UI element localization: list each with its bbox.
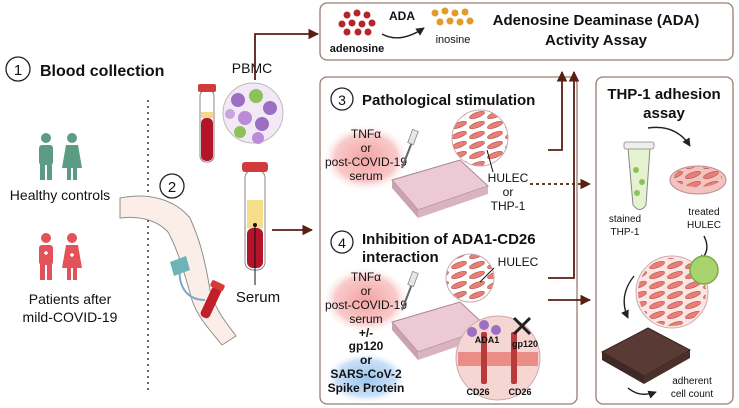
membrane-zoom-circle [455,315,541,401]
inhibition-line2: or [361,284,372,298]
serum-label: Serum [236,289,280,306]
stimulus-glow-4 [322,266,410,334]
arrow-tube-to-dish [647,126,691,147]
eppendorf-tube-icon [623,141,655,210]
patients-label-line1: Patients after [29,291,112,307]
stained-line2: THP-1 [611,227,640,238]
arm-drawing [119,195,237,346]
arrow-step3-to-ada [548,70,568,151]
cell3-line2: or [503,185,514,199]
hulec-pointer-4 [479,267,495,283]
stimulus3-line3: post-COVID-19 [325,155,407,169]
cell3-line3: THP-1 [491,199,526,213]
inosine-molecules-icon [431,7,474,26]
inhibition-line3: post-COVID-19 [325,298,407,312]
stimulus-glow-3 [322,124,410,192]
ada-panel [319,2,734,61]
ada-enzyme-label: ADA [389,9,415,23]
cell3-line1: HULEC [488,171,529,185]
step1-badge: 1 [5,56,31,82]
healthy-people-icon [39,133,82,180]
ada-title-line1: Adenosine Deaminase (ADA) [493,12,700,29]
patients-label-line2: mild-COVID-19 [23,309,118,325]
blood-tube-small-icon [200,280,225,319]
count-line2: cell count [671,389,713,400]
treated-line1: treated [688,207,719,218]
inhibition-line5: +/- [359,326,373,340]
svg-text:4: 4 [338,235,346,251]
arrow-pbmc-to-ada [254,28,320,80]
cell-culture-3-circle [451,109,509,167]
healthy-controls-label: Healthy controls [10,187,110,203]
pbmc-label: PBMC [232,60,272,76]
gp120-label: gp120 [512,339,538,349]
step3-title: Pathological stimulation [362,92,535,109]
inhibition-line4: serum [349,312,382,326]
cd26-right-label: CD26 [508,387,531,397]
ada1-label: ADA1 [475,335,500,345]
adhesion-title-line2: assay [643,105,685,122]
hulec-label-4: HULEC [498,255,539,269]
step2-badge: 2 [159,173,185,199]
stimulus3-line2: or [361,141,372,155]
svg-text:3: 3 [338,92,346,108]
blood-collection-title: Blood collection [40,63,164,80]
pbmc-cells-circle [222,82,284,144]
step3-badge: 3 [330,87,354,111]
cell-culture-4-circle [445,253,495,303]
stimulus3-line1: TNFα [351,127,381,141]
arrow-step4-to-ada [548,70,580,279]
inhibition-line7: or [360,353,372,367]
arrow-zoom-to-plate [621,275,635,319]
well-plate-3-icon [391,159,489,218]
count-line1: adherent [672,376,712,387]
stimulus3-line4: serum [349,169,382,183]
adhesion-title-line1: THP-1 adhesion [607,86,720,103]
dark-well-plate-icon [600,327,692,384]
svg-text:2: 2 [168,179,176,196]
ada-title-line2: Activity Assay [545,32,648,49]
stained-line1: stained [609,214,641,225]
svg-text:1: 1 [14,62,22,79]
ada-reaction-arrow [381,27,425,39]
pipette-3-icon [401,128,419,169]
treated-line2: HULEC [687,220,721,231]
cell-pointer-3 [486,149,494,173]
step4-badge: 4 [330,230,354,254]
adhesion-zoom-circle [635,255,719,329]
adenosine-molecules-icon [338,9,376,36]
step4-title-line1: Inhibition of ADA1-CD26 [362,231,536,248]
petri-dish-icon [669,165,727,195]
pbmc-tube-icon [198,84,216,163]
arrow-plate-to-count [627,387,657,399]
inhibition-line1: TNFα [351,270,381,284]
spike-glow [324,352,408,404]
inhibition-line9: Spike Protein [328,381,405,395]
patient-people-icon [39,233,82,280]
adenosine-label: adenosine [330,43,384,55]
step4-title-line2: interaction [362,249,439,266]
inosine-label: inosine [436,34,471,46]
inhibition-line8: SARS-CoV-2 [330,367,402,381]
pipette-4-icon [401,270,419,311]
inhibition-line6: gp120 [349,339,384,353]
cd26-left-label: CD26 [466,387,489,397]
